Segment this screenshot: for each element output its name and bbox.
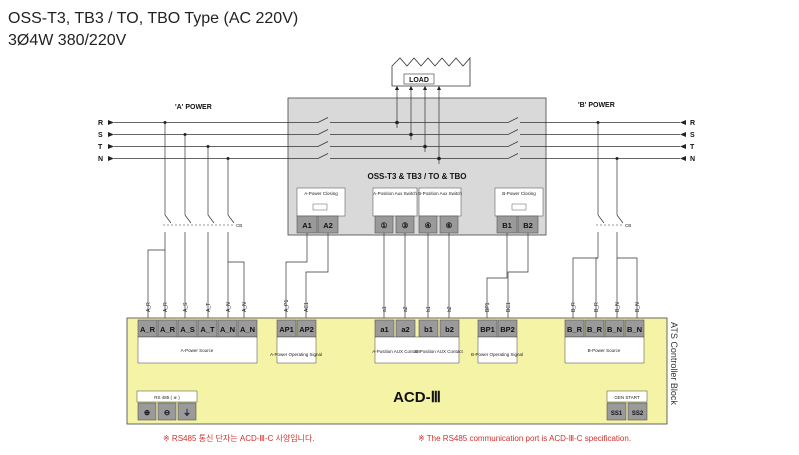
ctrl-term: A_S [180, 325, 195, 334]
a-pos-aux-label: A-Position Aux Switch [373, 191, 417, 196]
ctrl-term: AP1 [279, 325, 294, 334]
rs485-port: RS 485 ( ※ ) ⊕ ⊖ ⏚ [136, 390, 198, 421]
ctrl-term: A_N [220, 325, 235, 334]
wire-label: B_R [594, 302, 600, 312]
ctrl-term: B_R [587, 325, 603, 334]
rs485-label: RS 485 ( ※ ) [154, 395, 180, 400]
b-power-source-label: B-Power Source [588, 348, 621, 353]
wire-label: A_R [163, 302, 169, 312]
upper-terminals: A1 A2 ① ③ ④ ⑥ B1 B2 [296, 215, 539, 234]
line-n-right: N [690, 156, 695, 163]
controller-descriptions: A-Power Source A-Power Operating Signal … [137, 336, 645, 364]
controller-terminals: A_R A_R A_S A_T A_N A_N AP1 AP2 a1 a2 b1… [137, 319, 645, 338]
wire-label: AC1 [304, 302, 310, 312]
wire-label: A_P1 [284, 300, 290, 312]
line-t-left: T [98, 144, 103, 151]
ctrl-term: A_T [200, 325, 215, 334]
ctrl-term: B_N [627, 325, 642, 334]
a-power-closing-label: A-Power Closing [304, 191, 338, 196]
rs485-plus: ⊕ [144, 408, 151, 417]
power-lines: R S T N R S T N [98, 117, 695, 215]
line-s-left: S [98, 132, 103, 139]
cb-label-left: CB [236, 223, 242, 228]
ctrl-term: B_R [567, 325, 583, 334]
rs485-ground: ⏚ [183, 408, 191, 417]
wire-label: BC1 [506, 302, 512, 312]
term-a1: A1 [302, 221, 312, 230]
load-label: LOAD [409, 77, 429, 84]
wiring [147, 232, 638, 318]
term-b1: B1 [502, 221, 512, 230]
b-power-label: 'B' POWER [578, 102, 615, 109]
term-aux3: ③ [402, 221, 409, 230]
a-power-op-label: A-Power Operating Signal [270, 352, 322, 357]
term-aux4: ④ [425, 221, 432, 230]
ctrl-term: AP2 [299, 325, 314, 334]
circuit-breakers: CB CB [163, 214, 631, 228]
controller-title: ACD-Ⅲ [393, 389, 441, 406]
wire-label: b2 [447, 306, 453, 312]
wire-label: B_R [571, 302, 577, 312]
a-power-label: 'A' POWER [175, 104, 212, 111]
line-t-right: T [690, 144, 695, 151]
ctrl-term: BP1 [480, 325, 495, 334]
wire-label: A_N [226, 302, 232, 312]
gen-start: GEN START SS1 SS2 [606, 390, 648, 421]
wire-label: B_N [615, 302, 621, 312]
term-aux1: ① [381, 221, 388, 230]
controller-side-label: ATS Controller Block [669, 322, 679, 405]
wire-label: a1 [382, 306, 388, 312]
ctrl-term: A_R [160, 325, 176, 334]
switch-label: OSS-T3 & TB3 / TO & TBO [368, 172, 467, 181]
wire-label: A_N [242, 302, 248, 312]
line-s-right: S [690, 132, 695, 139]
wire-label: BP1 [485, 302, 491, 312]
diagram-subtitle: 3Ø4W 380/220V [8, 32, 127, 49]
line-r-right: R [690, 120, 695, 127]
ctrl-term: b2 [445, 325, 454, 334]
term-aux6: ⑥ [446, 221, 453, 230]
line-r-left: R [98, 120, 103, 127]
gen-start-label: GEN START [614, 395, 640, 400]
ctrl-term: a2 [401, 325, 409, 334]
wire-label: A_S [183, 302, 189, 312]
gen-ss2: SS2 [632, 411, 644, 417]
note-english: ※ The RS485 communication port is ACD-Ⅲ-… [418, 434, 631, 443]
b-pos-aux-label: B-Position Aux Switch [418, 191, 462, 196]
term-b2: B2 [523, 221, 533, 230]
line-n-left: N [98, 156, 103, 163]
gen-ss1: SS1 [611, 411, 623, 417]
switch-subboxes: A-Power Closing A-Position Aux Switch B-… [296, 187, 544, 217]
a-pos-aux-contact-label: A-Position AUX Contact [372, 349, 420, 354]
wire-labels: A_R A_R A_S A_T A_N A_N A_P1 AC1 a1 a2 b… [146, 300, 641, 312]
ctrl-term: A_N [240, 325, 255, 334]
wire-label: a2 [403, 306, 409, 312]
ctrl-term: B_N [607, 325, 622, 334]
term-a2: A2 [323, 221, 333, 230]
diagram-title: OSS-T3, TB3 / TO, TBO Type (AC 220V) [8, 10, 299, 27]
note-korean: ※ RS485 통신 단자는 ACD-Ⅲ-C 사양입니다. [163, 433, 315, 443]
ctrl-term: A_R [140, 325, 156, 334]
wire-label: b1 [426, 306, 432, 312]
b-power-closing-label: B-Power Closing [502, 191, 536, 196]
rs485-minus: ⊖ [164, 408, 171, 417]
ctrl-term: BP2 [500, 325, 515, 334]
wire-label: A_R [146, 302, 152, 312]
ctrl-term: b1 [424, 325, 433, 334]
wire-label: B_N [635, 302, 641, 312]
b-power-op-label: B-Power Operating Signal [471, 352, 523, 357]
b-pos-aux-contact-label: B-Position AUX Contact [415, 349, 463, 354]
cb-label-right: CB [625, 223, 631, 228]
wire-label: A_T [206, 303, 212, 312]
ctrl-term: a1 [380, 325, 388, 334]
a-power-source-label: A-Power Source [181, 348, 214, 353]
